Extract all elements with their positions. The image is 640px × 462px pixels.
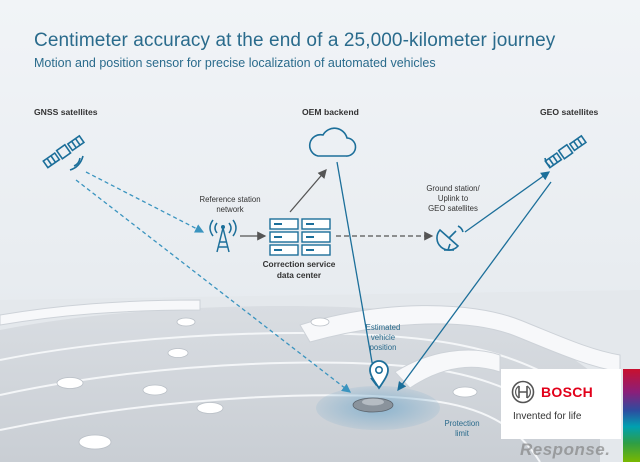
- car: [176, 317, 196, 327]
- bosch-logo-box: BOSCH Invented for life: [501, 369, 621, 439]
- car: [310, 317, 330, 327]
- correction-line-2: data center: [276, 269, 322, 280]
- arrow-datacenter-to-oem: [289, 169, 327, 213]
- arrow-gnss-to-vehicle: [75, 179, 352, 393]
- car: [142, 384, 168, 396]
- brand-color-strip: [623, 369, 640, 462]
- protection-line-1: Protection: [444, 419, 480, 428]
- watermark-text: Response.: [520, 440, 611, 459]
- location-pin-icon: [369, 360, 389, 390]
- arrow-gnss-to-reference: [85, 171, 205, 233]
- page-subtitle: Motion and position sensor for precise l…: [34, 56, 436, 70]
- correction-service-label: Correction service data center: [254, 259, 344, 280]
- reference-line-1: Reference station: [199, 195, 261, 204]
- arrow-geo-to-vehicle: [397, 181, 552, 392]
- ground-line-2: Uplink to: [437, 194, 469, 203]
- satellite-dish-icon: [436, 225, 464, 251]
- oem-label: OEM backend: [302, 107, 359, 117]
- ground-station-label: Ground station/ Uplink to GEO satellites: [418, 184, 488, 214]
- car: [196, 402, 224, 414]
- bosch-armature-icon: [511, 380, 535, 404]
- car: [167, 348, 189, 358]
- antenna-tower-icon: [209, 219, 237, 253]
- arrow-ground-to-geo: [464, 171, 551, 233]
- reference-station-label: Reference station network: [185, 195, 275, 215]
- protection-limit-label: Protection limit: [437, 419, 487, 439]
- estimated-line-3: position: [369, 343, 397, 352]
- estimated-position-label: Estimated vehicle position: [355, 323, 411, 353]
- gnss-label: GNSS satellites: [34, 107, 98, 117]
- ground-line-3: GEO satellites: [428, 204, 478, 213]
- gnss-satellite-icon: [42, 134, 86, 171]
- reference-line-2: network: [216, 205, 244, 214]
- protection-line-2: limit: [455, 429, 469, 438]
- geo-label: GEO satellites: [540, 107, 599, 117]
- car: [56, 377, 84, 389]
- estimated-line-1: Estimated: [365, 323, 401, 332]
- ground-line-1: Ground station/: [426, 184, 480, 193]
- bosch-tagline: Invented for life: [513, 411, 582, 422]
- car: [78, 434, 112, 450]
- server-rack-icon: [269, 218, 331, 256]
- bosch-brand-name: BOSCH: [541, 384, 594, 400]
- car: [452, 386, 478, 398]
- geo-satellite-icon: [544, 134, 588, 169]
- correction-line-1: Correction service: [262, 259, 336, 269]
- arrow-oem-to-vehicle: [336, 161, 380, 387]
- cloud-icon: [308, 127, 357, 157]
- vehicle-roof: [362, 398, 384, 406]
- page-title: Centimeter accuracy at the end of a 25,0…: [34, 30, 556, 51]
- estimated-line-2: vehicle: [370, 333, 396, 342]
